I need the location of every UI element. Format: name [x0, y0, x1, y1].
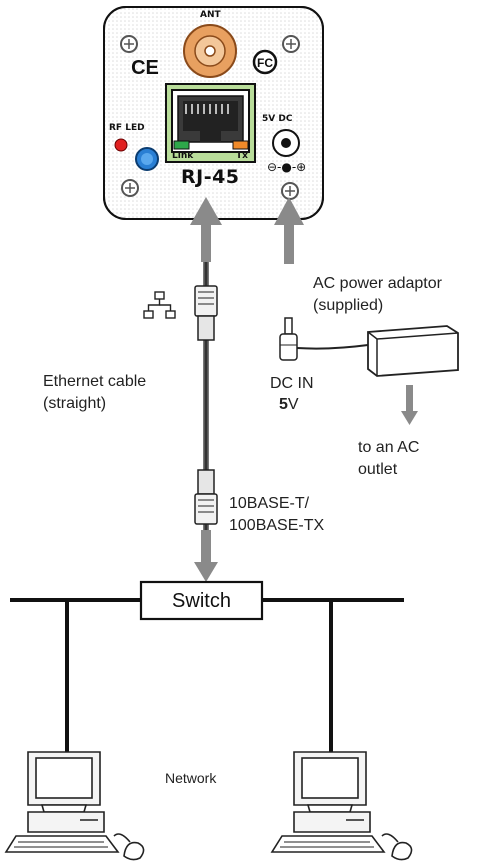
reset-button-icon — [135, 147, 159, 171]
rj45-plug-lower-icon — [194, 469, 218, 525]
network-icon — [143, 291, 176, 319]
rj45-plug-upper-icon — [194, 285, 218, 341]
fc-logo-icon: FC — [252, 49, 278, 75]
switch-label: Switch — [172, 590, 231, 612]
base-t-line-2: 100BASE-TX — [229, 517, 325, 534]
dc-up-arrow-icon — [274, 197, 304, 225]
switch-down-arrow-icon — [194, 562, 218, 582]
base-t-label: 10BASE-T/ 100BASE-TX — [229, 493, 324, 537]
tx-label: Tx — [236, 151, 248, 161]
link-label: Link — [172, 151, 194, 161]
dc-cable-line — [296, 344, 369, 350]
rf-led-label: RF LED — [109, 123, 145, 133]
ac-outlet-label: to an AC outlet — [358, 437, 419, 481]
computer-right-icon — [270, 751, 413, 861]
polarity-label: ⊖-●-⊕ — [267, 160, 307, 174]
dc-5v-label: 5V DC — [262, 114, 293, 124]
ac-adaptor-line-1: AC power adaptor — [313, 275, 442, 292]
dc-jack-icon — [272, 129, 300, 157]
screw-top-right-icon — [282, 35, 300, 53]
screw-top-left-icon — [120, 35, 138, 53]
antenna-connector-icon — [183, 24, 237, 78]
ac-outlet-line-2: outlet — [358, 461, 398, 478]
voltage-number: 5 — [279, 396, 288, 413]
ac-outlet-down-arrow-icon — [401, 411, 418, 425]
ce-mark: CE — [131, 57, 159, 79]
rf-led-icon — [114, 138, 128, 152]
ethernet-cable-label: Ethernet cable (straight) — [43, 371, 146, 415]
base-t-line-1: 10BASE-T/ — [229, 495, 310, 512]
voltage-label: 5V — [279, 394, 299, 416]
ethernet-cable-line-2: (straight) — [43, 395, 107, 412]
screw-bottom-right-icon — [281, 182, 299, 200]
computer-left-icon — [4, 751, 145, 861]
dc-in-label: DC IN — [270, 375, 314, 392]
fc-mark: FC — [257, 56, 273, 70]
switch-box — [139, 580, 264, 621]
link-led-icon — [173, 140, 190, 150]
rj45-label: RJ-45 — [181, 166, 240, 188]
ac-outlet-line-1: to an AC — [358, 439, 420, 456]
ac-adaptor-label: AC power adaptor (supplied) — [313, 273, 442, 317]
ac-adaptor-icon — [367, 325, 459, 377]
ac-adaptor-line-2: (supplied) — [313, 297, 384, 314]
screw-bottom-left-icon — [121, 179, 139, 197]
voltage-unit: V — [287, 396, 299, 413]
rj45-up-arrow-icon — [190, 197, 222, 225]
tx-led-icon — [232, 140, 249, 150]
network-label: Network — [165, 770, 217, 786]
ethernet-cable-line-1: Ethernet cable — [43, 373, 147, 390]
dc-plug-icon — [279, 317, 298, 361]
ant-label: ANT — [200, 10, 221, 20]
